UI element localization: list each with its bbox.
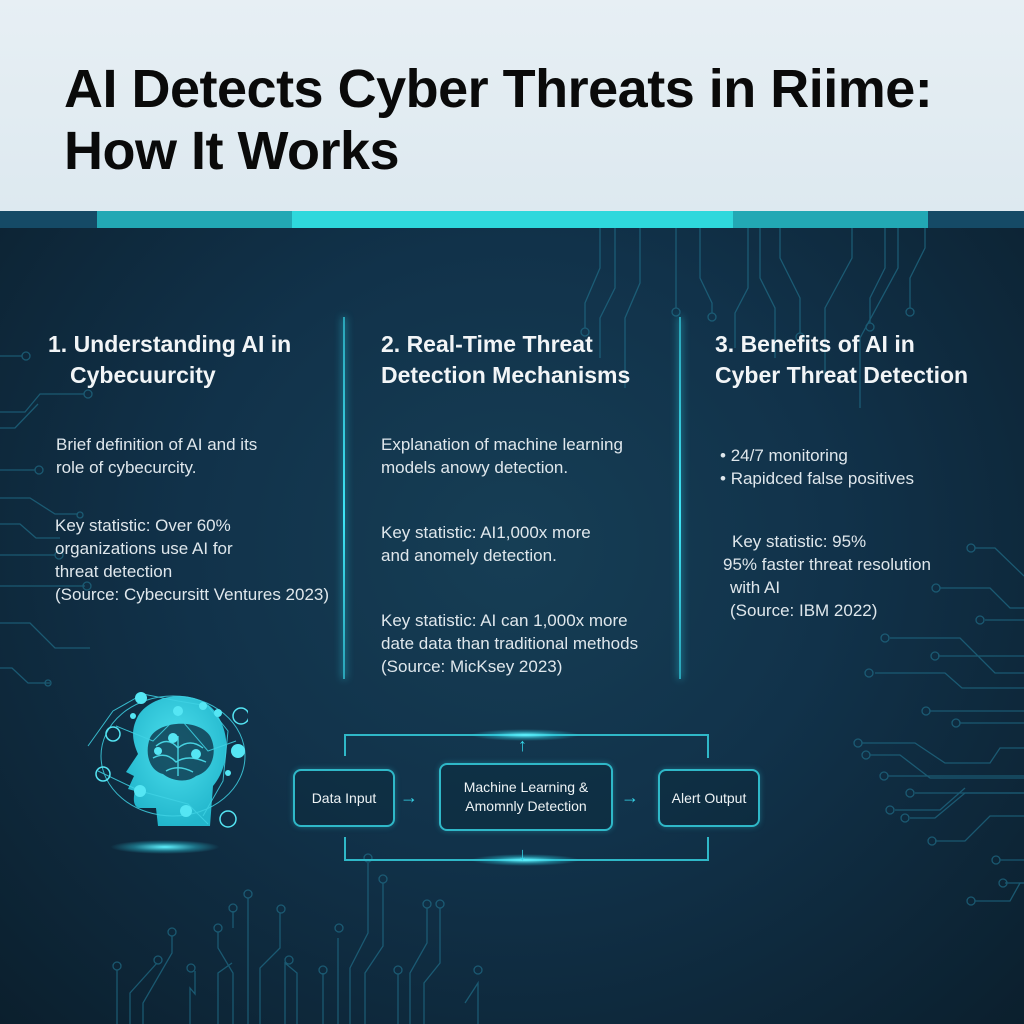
glow-effect bbox=[110, 840, 220, 854]
arrow-right-icon: → bbox=[400, 787, 418, 807]
definition-text: Brief definition of AI and its role of c… bbox=[48, 433, 338, 479]
statistic-text: Key statistic: 95% 95% faster threat res… bbox=[715, 530, 1015, 622]
band-segment bbox=[733, 211, 928, 228]
main-panel: 1. Understanding AI in Cybecuurcity Brie… bbox=[0, 228, 1024, 1024]
page-title-text: AI Detects Cyber Threats in Riime: How I… bbox=[64, 59, 933, 181]
flow-box-label: Machine Learning & Amomnly Detection bbox=[464, 778, 589, 816]
label-line: Machine Learning & bbox=[463, 779, 589, 795]
band-segment bbox=[97, 211, 292, 228]
statistic-text: Key statistic: AI1,000x more and anomely… bbox=[381, 521, 671, 567]
section-understanding-ai: 1. Understanding AI in Cybecuurcity Brie… bbox=[48, 329, 338, 606]
text-line: (Source: MicKsey 2023) bbox=[381, 657, 563, 676]
loop-line-top-left bbox=[344, 734, 346, 756]
text-line: organizations use AI for bbox=[55, 539, 233, 558]
arrow-right-icon: → bbox=[621, 787, 639, 807]
bullet-icon: • bbox=[720, 469, 726, 488]
flow-box-ml-detection: Machine Learning & Amomnly Detection bbox=[439, 763, 613, 831]
list-item-text: 24/7 monitoring bbox=[730, 446, 848, 465]
header: AI Detects Cyber Threats in Riime: How I… bbox=[0, 0, 1024, 211]
flow-box-data-input: Data Input bbox=[293, 769, 395, 827]
list-item-text: Rapidced false positives bbox=[730, 469, 915, 488]
text-line: with AI bbox=[730, 578, 781, 597]
text-line: Key statistic: AI1,000x more bbox=[381, 523, 591, 542]
flow-box-alert-output: Alert Output bbox=[658, 769, 760, 827]
loop-line-bottom-right bbox=[707, 837, 709, 861]
text-line: role of cybecurcity. bbox=[56, 458, 197, 477]
heading-line: Cybecuurcity bbox=[70, 362, 216, 388]
circuit-pattern-icon bbox=[0, 228, 1024, 1024]
band-segment bbox=[292, 211, 733, 228]
column-divider bbox=[679, 317, 681, 679]
benefits-list: • 24/7 monitoring • Rapidced false posit… bbox=[715, 444, 1015, 490]
bullet-icon: • bbox=[720, 446, 726, 465]
accent-band bbox=[0, 211, 1024, 228]
section-benefits: 3. Benefits of AI in Cyber Threat Detect… bbox=[715, 329, 1015, 622]
flow-box-label: Data Input bbox=[311, 789, 377, 806]
loop-line-top-right bbox=[707, 734, 709, 758]
glow-effect bbox=[470, 729, 580, 741]
section-heading: 3. Benefits of AI in Cyber Threat Detect… bbox=[715, 329, 1015, 391]
heading-line: 1. Understanding AI in bbox=[48, 331, 292, 357]
text-line: Brief definition of AI and its bbox=[56, 435, 258, 454]
statistic-text: Key statistic: AI can 1,000x more date d… bbox=[381, 609, 671, 678]
loop-line-bottom-left bbox=[344, 837, 346, 861]
section-heading: 1. Understanding AI in Cybecuurcity bbox=[48, 329, 338, 391]
arrow-down-icon: ↓ bbox=[518, 844, 527, 864]
flow-box-label: Alert Output bbox=[671, 789, 747, 806]
section-heading: 2. Real-Time Threat Detection Mechanisms bbox=[381, 329, 671, 391]
text-line: Key statistic: Over 60% bbox=[55, 516, 231, 535]
text-line: date data than traditional methods bbox=[381, 634, 639, 653]
statistic-text: Key statistic: Over 60% organizations us… bbox=[48, 514, 338, 606]
arrow-up-icon: ↑ bbox=[518, 735, 527, 755]
list-item: • 24/7 monitoring bbox=[720, 444, 1015, 467]
page-title: AI Detects Cyber Threats in Riime: How I… bbox=[64, 58, 964, 182]
band-segment bbox=[0, 211, 97, 228]
column-divider bbox=[343, 317, 345, 679]
text-line: (Source: IBM 2022) bbox=[730, 601, 878, 620]
band-segment bbox=[928, 211, 1024, 228]
text-line: (Source: Cybecursitt Ventures 2023) bbox=[55, 585, 330, 604]
text-line: threat detection bbox=[55, 562, 173, 581]
list-item: • Rapidced false positives bbox=[720, 467, 1015, 490]
text-line: Explanation of machine learning bbox=[381, 435, 623, 454]
glow-effect bbox=[470, 854, 580, 866]
heading-line: Detection Mechanisms bbox=[381, 362, 631, 388]
heading-line: 2. Real-Time Threat bbox=[381, 331, 593, 357]
heading-line: Cyber Threat Detection bbox=[715, 362, 969, 388]
text-line: and anomely detection. bbox=[381, 546, 557, 565]
text-line: Key statistic: AI can 1,000x more bbox=[381, 611, 628, 630]
explanation-text: Explanation of machine learning models a… bbox=[381, 433, 671, 479]
section-real-time-detection: 2. Real-Time Threat Detection Mechanisms… bbox=[381, 329, 671, 678]
heading-line: 3. Benefits of AI in bbox=[715, 331, 915, 357]
text-line: models anowy detection. bbox=[381, 458, 569, 477]
ai-brain-head-icon bbox=[87, 692, 248, 828]
text-line: Key statistic: 95% bbox=[732, 532, 867, 551]
label-line: Amomnly Detection bbox=[465, 798, 587, 814]
text-line: 95% faster threat resolution bbox=[723, 555, 931, 574]
